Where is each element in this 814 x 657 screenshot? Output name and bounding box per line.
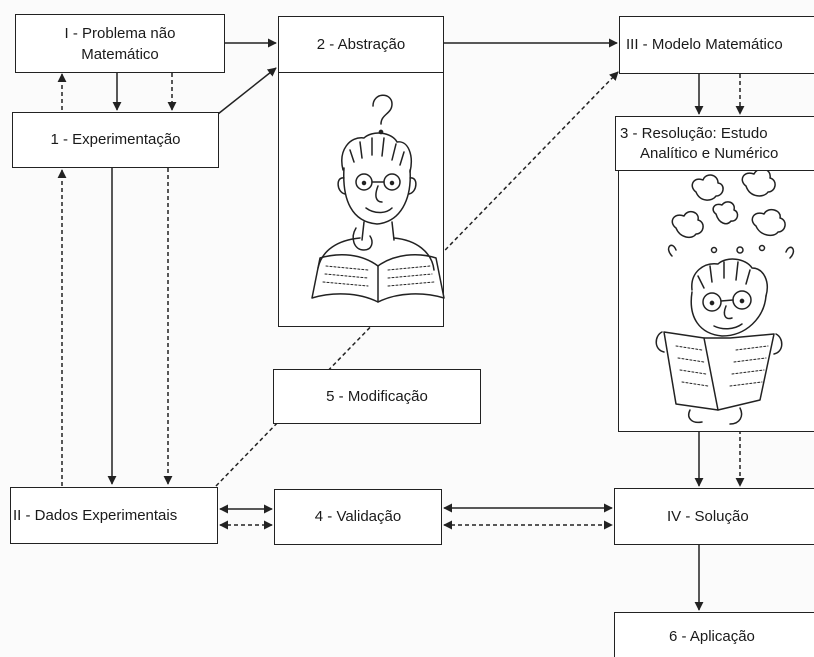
abstraction-illustration-panel: [278, 72, 444, 327]
node-experimentacao: 1 - Experimentação: [12, 112, 219, 168]
node-experimentacao-label: 1 - Experimentação: [50, 131, 181, 148]
node-solucao: IV - Solução: [614, 488, 814, 545]
node-problema-nao-matematico: I - Problema não Matemático: [15, 14, 225, 73]
node-abstracao: 2 - Abstração: [278, 16, 444, 73]
thinking-reader-icon: [655, 168, 795, 425]
node-dados-label: II - Dados Experimentais: [13, 506, 178, 524]
node-modelo-label: III - Modelo Matemático: [626, 36, 783, 53]
question-mark-reader-icon: [311, 94, 445, 303]
node-modelo-matematico: III - Modelo Matemático: [619, 16, 814, 74]
node-resolucao-line1: 3 - Resolução: Estudo: [620, 124, 768, 142]
node-solucao-label: IV - Solução: [667, 507, 749, 525]
node-aplicacao-label: 6 - Aplicação: [669, 628, 755, 645]
node-modificacao-label: 5 - Modificação: [326, 387, 428, 405]
node-abstracao-label: 2 - Abstração: [316, 35, 406, 53]
node-resolucao-line2: Analítico e Numérico: [640, 144, 779, 162]
arrow-experimentacao-to-abstracao: [217, 67, 277, 115]
node-dados-experimentais: II - Dados Experimentais: [10, 487, 218, 544]
node-resolucao: 3 - Resolução: Estudo Analítico e Numéri…: [615, 116, 814, 171]
node-validacao: 4 - Validação: [274, 489, 442, 545]
node-validacao-label: 4 - Validação: [314, 508, 402, 525]
node-aplicacao: 6 - Aplicação: [614, 612, 814, 657]
node-problema-line2: Matemático: [81, 45, 159, 63]
node-problema-line1: I - Problema não: [64, 24, 176, 42]
node-modificacao: 5 - Modificação: [273, 369, 481, 424]
